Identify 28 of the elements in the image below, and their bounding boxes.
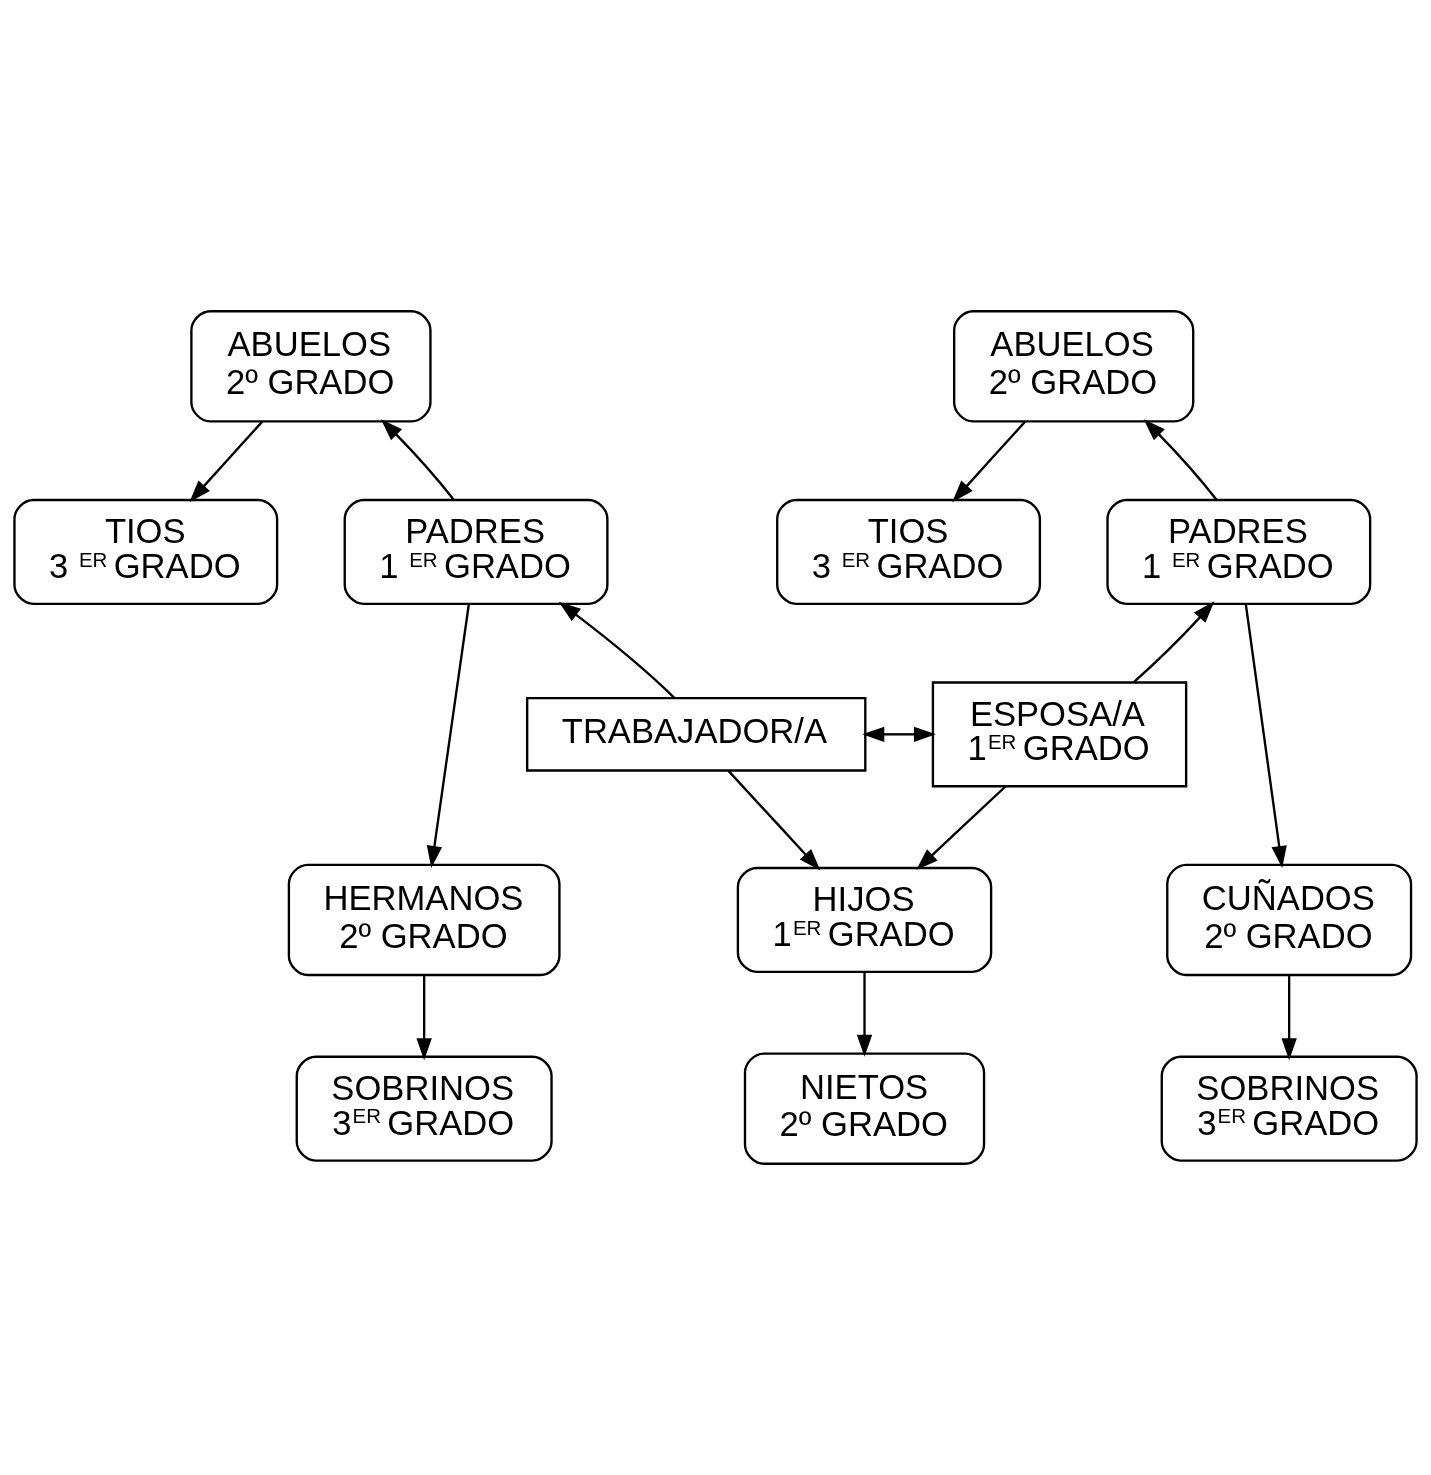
arrow xyxy=(1133,601,1215,683)
node-box: CUÑADOS 2º GRADO xyxy=(1166,863,1413,977)
node-box: PADRES 1 $^{ER}$ GRADO xyxy=(1106,498,1372,605)
arrow xyxy=(1281,975,1297,1061)
node-box: TIOS 3 $^{ER}$ GRADO xyxy=(13,498,279,605)
node-box: SOBRINOS 3$^{ER}$ GRADO xyxy=(1160,1055,1418,1162)
arrow xyxy=(558,601,676,699)
node-box: ABUELOS 2º GRADO xyxy=(190,310,432,423)
arrow xyxy=(416,975,432,1061)
node-box: HIJOS 1$^{ER}$ GRADO xyxy=(736,866,993,973)
node-box: ABUELOS 2º GRADO xyxy=(953,310,1195,423)
arrow xyxy=(189,420,264,503)
arrow xyxy=(952,420,1026,503)
arrow xyxy=(1143,419,1218,501)
arrow xyxy=(727,769,821,871)
node-box: NIETOS 2º GRADO xyxy=(743,1052,986,1165)
node-box: HERMANOS 2º GRADO xyxy=(287,863,561,977)
arrow xyxy=(856,972,873,1057)
node-box: SOBRINOS 3$^{ER}$ GRADO xyxy=(295,1055,553,1162)
arrow xyxy=(1244,604,1287,869)
node-box: TIOS 3 $^{ER}$ GRADO xyxy=(776,498,1042,605)
node-box: ESPOSA/A 1$^{ER}$ GRADO xyxy=(931,681,1188,788)
arrow xyxy=(380,419,455,501)
node-box: PADRES 1 $^{ER}$ GRADO xyxy=(343,498,609,605)
arrow xyxy=(916,785,1007,870)
node-box: TRABAJADOR/A xyxy=(526,697,867,772)
arrow xyxy=(862,726,936,743)
arrow xyxy=(426,604,470,869)
